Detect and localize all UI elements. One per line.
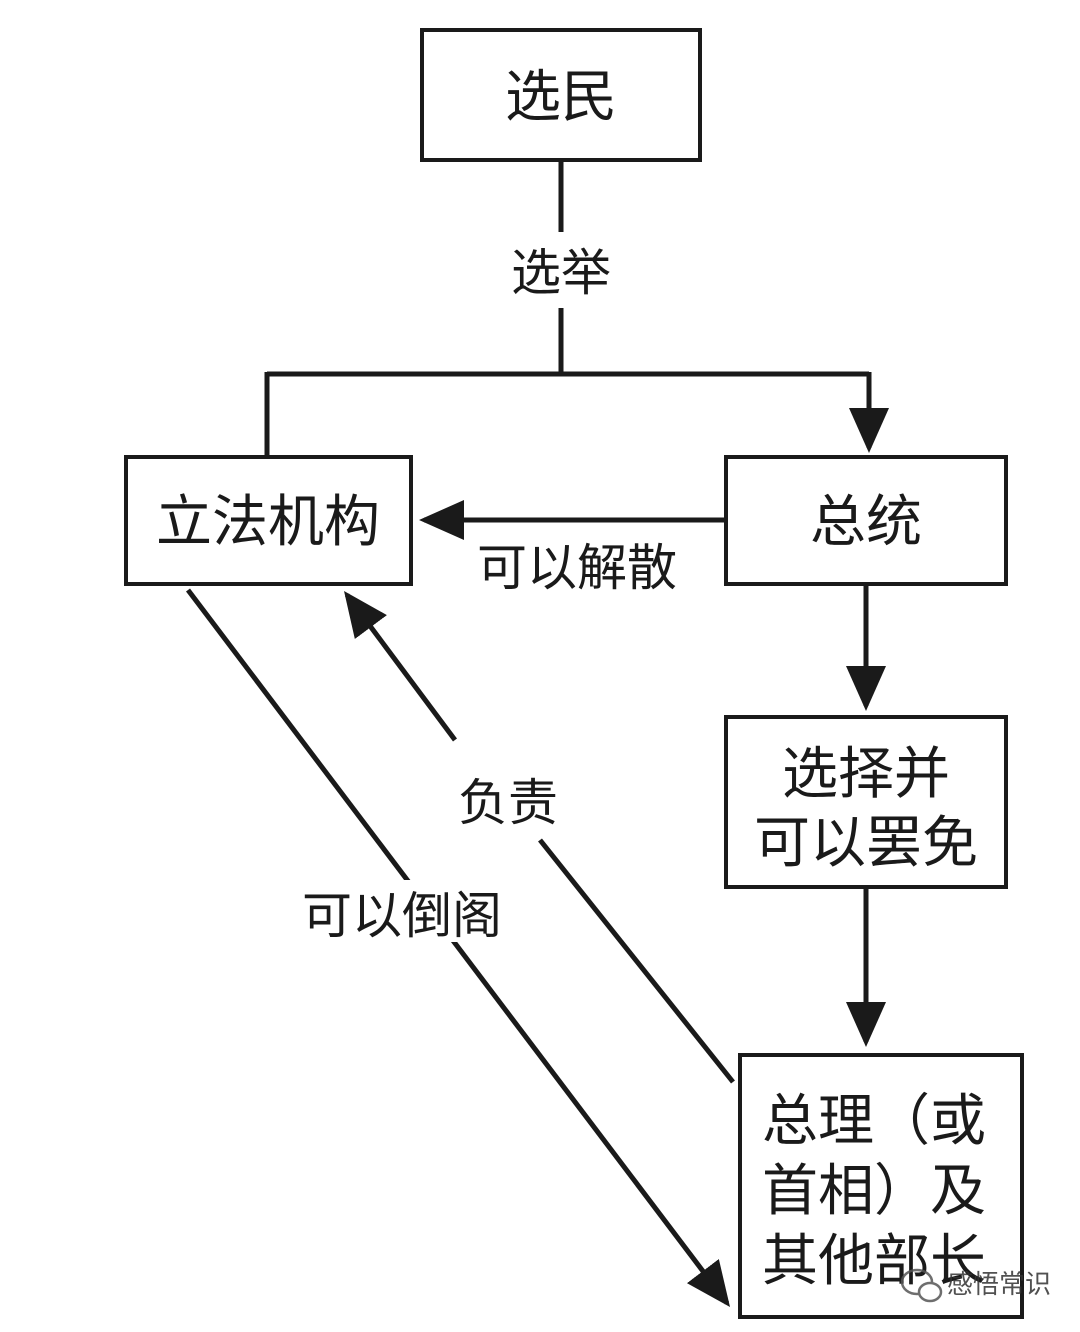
- voters-node: 选民: [420, 28, 702, 162]
- pm-line3: 其他部长: [762, 1229, 986, 1294]
- president-node: 总统: [724, 455, 1008, 586]
- responsible-arrow-lower: [538, 838, 735, 1084]
- pm-line2: 首相）及: [762, 1159, 986, 1224]
- elect-label: 选举: [511, 244, 611, 302]
- appoint-dismiss-node: 选择并 可以罢免: [724, 715, 1008, 889]
- legislature-label: 立法机构: [156, 490, 380, 555]
- pm-line1: 总理（或: [762, 1089, 986, 1154]
- no-confidence-arrow: [186, 588, 731, 1307]
- election-connector: [264, 160, 889, 457]
- responsible-arrow-upper: [344, 590, 458, 742]
- president-label: 总统: [810, 490, 922, 555]
- watermark-text: 感悟常识: [947, 1270, 1051, 1300]
- wechat-icon: [900, 1268, 943, 1303]
- appoint-line2: 可以罢免: [754, 811, 978, 876]
- no-confidence-label-backdrop: [285, 880, 520, 942]
- responsible-label: 负责: [458, 774, 558, 832]
- legislature-node: 立法机构: [124, 455, 413, 586]
- prime-minister-node: 总理（或 首相）及 其他部长: [738, 1053, 1024, 1319]
- no-confidence-label: 可以倒阁: [302, 887, 502, 945]
- appoint-line1: 选择并: [782, 742, 950, 807]
- watermark: 感悟常识: [900, 1268, 1051, 1303]
- voters-label: 选民: [505, 65, 617, 130]
- dissolve-label: 可以解散: [477, 539, 677, 597]
